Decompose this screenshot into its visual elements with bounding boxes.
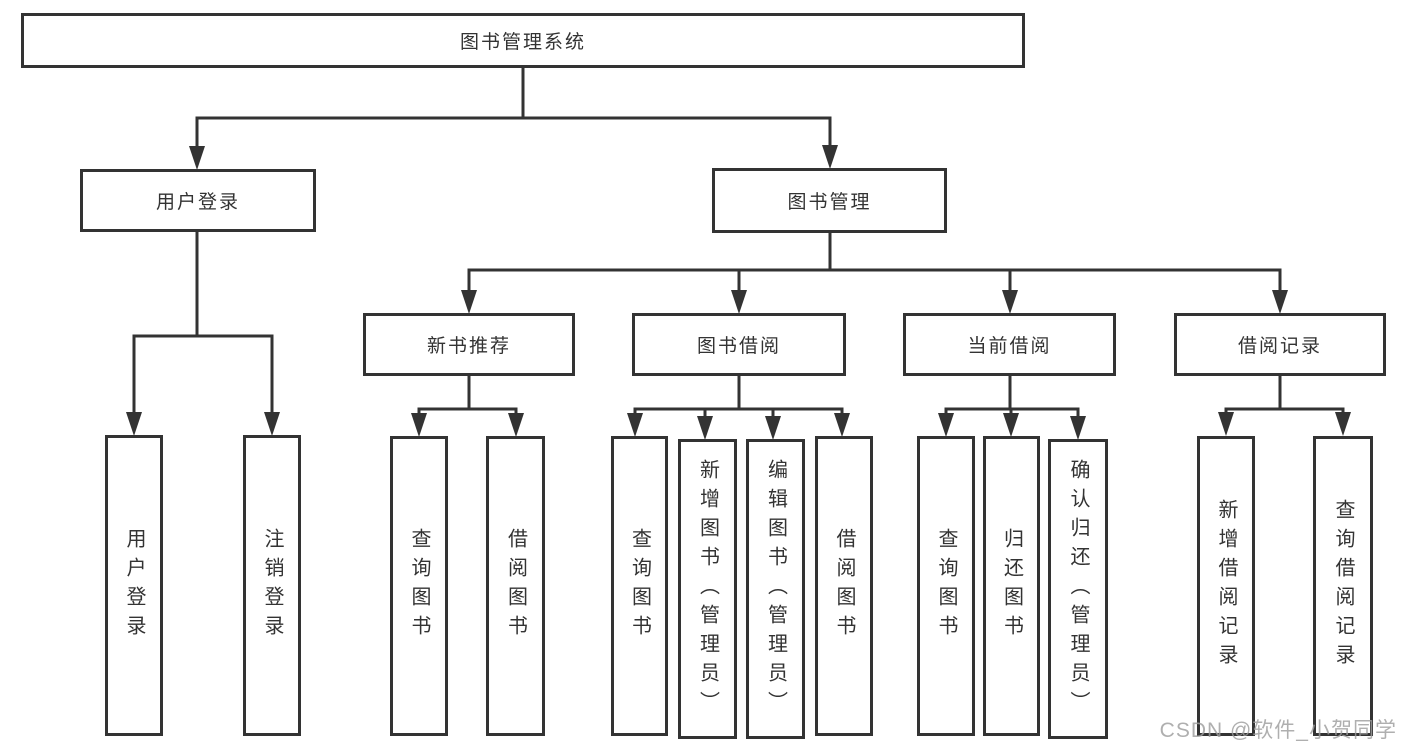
node-label: 注销登录 — [261, 527, 283, 644]
node-label: 用户登录 — [123, 527, 145, 644]
node-leaf-add-books-admin: 新增图书（管理员） — [678, 439, 737, 739]
edge-book-borrow-to-children — [633, 373, 844, 422]
csdn-watermark: CSDN @软件_小贺同学 — [1159, 719, 1397, 742]
node-library-system: 图书管理系统 — [21, 13, 1025, 68]
node-leaf-edit-books-admin: 编辑图书（管理员） — [746, 439, 805, 739]
node-leaf-borrow-books-1: 借阅图书 — [486, 436, 545, 736]
node-label: 新增图书（管理员） — [696, 458, 719, 720]
node-label: 编辑图书（管理员） — [764, 458, 787, 720]
node-label: 查询图书 — [935, 528, 957, 644]
node-label: 图书借阅 — [696, 336, 781, 357]
edge-book-mgmt-to-level2 — [467, 230, 1282, 296]
arrowhead — [765, 416, 781, 440]
node-label: 新增借阅记录 — [1215, 499, 1237, 673]
edge-new-book-to-children — [417, 373, 518, 419]
node-leaf-logout: 注销登录 — [243, 435, 301, 736]
node-leaf-query-books-2: 查询图书 — [611, 436, 668, 736]
node-label: 图书管理 — [787, 192, 872, 213]
arrowhead — [822, 145, 838, 169]
arrowhead — [1272, 290, 1288, 314]
node-label: 当前借阅 — [967, 336, 1052, 357]
edge-borrow-record-to-children — [1224, 373, 1345, 418]
arrowhead — [1218, 412, 1234, 436]
node-label: 查询借阅记录 — [1332, 499, 1354, 673]
node-leaf-add-borrow-record: 新增借阅记录 — [1197, 436, 1255, 736]
arrowhead — [508, 413, 524, 437]
node-label: 查询图书 — [408, 528, 430, 644]
arrowhead — [938, 413, 954, 437]
node-leaf-query-books-1: 查询图书 — [390, 436, 448, 736]
node-new-book-recommend: 新书推荐 — [363, 313, 575, 376]
arrowhead — [627, 413, 643, 437]
arrowhead — [1002, 290, 1018, 314]
node-leaf-user-login: 用户登录 — [105, 435, 163, 736]
node-borrow-record: 借阅记录 — [1174, 313, 1386, 376]
node-label: 借阅图书 — [504, 528, 527, 644]
node-user-login: 用户登录 — [80, 169, 316, 232]
node-leaf-borrow-books-2: 借阅图书 — [815, 436, 873, 736]
node-label: 归还图书 — [1000, 528, 1023, 644]
node-leaf-query-books-3: 查询图书 — [917, 436, 975, 736]
arrowheads — [126, 145, 1351, 440]
edge-user-login-to-children — [132, 229, 274, 418]
node-label: 借阅记录 — [1237, 336, 1322, 357]
arrowhead — [834, 413, 850, 437]
arrowhead — [1003, 413, 1019, 437]
arrowhead — [731, 290, 747, 314]
arrowhead — [189, 146, 205, 170]
node-label: 图书管理系统 — [459, 32, 586, 53]
node-label: 查询图书 — [628, 528, 651, 644]
node-label: 确认归还（管理员） — [1067, 458, 1089, 720]
node-label: 借阅图书 — [833, 528, 855, 644]
arrowhead — [411, 413, 427, 437]
node-current-borrow: 当前借阅 — [903, 313, 1116, 376]
edge-root-to-level1 — [195, 65, 832, 152]
node-leaf-confirm-return-admin: 确认归还（管理员） — [1048, 439, 1108, 739]
arrowhead — [1070, 416, 1086, 440]
node-label: 新书推荐 — [426, 336, 511, 357]
arrowhead — [264, 412, 280, 436]
node-book-borrow: 图书借阅 — [632, 313, 846, 376]
node-book-management: 图书管理 — [712, 168, 947, 233]
arrowhead — [1335, 412, 1351, 436]
arrowhead — [697, 416, 713, 440]
node-leaf-query-borrow-record: 查询借阅记录 — [1313, 436, 1373, 736]
node-label: 用户登录 — [155, 192, 240, 213]
node-leaf-return-books: 归还图书 — [983, 436, 1040, 736]
arrowhead — [126, 412, 142, 436]
arrowhead — [461, 290, 477, 314]
